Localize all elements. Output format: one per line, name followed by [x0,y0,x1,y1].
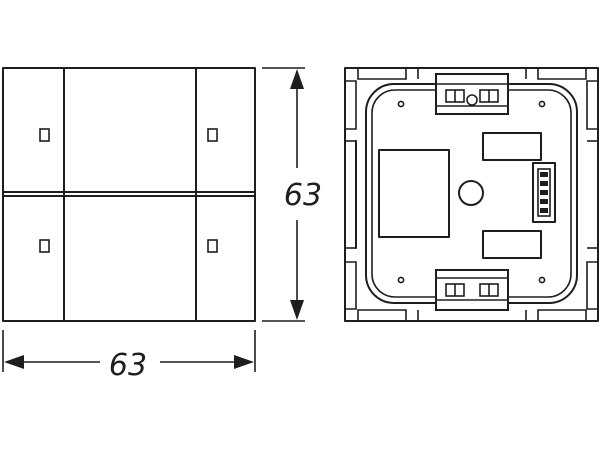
side-connector-inner [537,168,551,217]
rear-frame-notch-left-top [345,80,357,130]
screw-hole-top-left [397,100,405,108]
rear-frame-notch-top-left [357,68,407,80]
rear-frame-notch-right-bottom [586,261,598,310]
indicator-led-top-left [39,128,50,142]
width-dimension-label: 63 [109,348,147,383]
screw-hole-top-right [538,100,546,108]
terminal-top-body [435,73,509,115]
terminal-top-screw [466,94,478,106]
side-connector-pin-3 [540,190,548,195]
rear-frame-notch-right-top [586,80,598,130]
side-connector [532,162,556,223]
width-arrow-left [4,355,24,369]
terminal-connector-top [435,73,509,115]
programming-button [458,180,484,206]
terminal-connector-bottom [435,269,509,311]
indicator-led-bottom-left [39,239,50,253]
height-dimension-label: 63 [284,178,322,213]
side-connector-body [532,162,556,223]
rear-view [344,67,599,322]
terminal-bottom-body [435,269,509,311]
height-dimension: 63 [262,67,322,322]
width-arrow-right [234,355,254,369]
rear-body-edge-left [355,140,357,249]
rear-frame-notch-bottom-right [537,309,587,321]
side-connector-pin-2 [540,181,548,186]
height-arrow-top [290,69,304,89]
screw-hole-bottom-right [538,276,546,284]
height-arrow-bottom [290,300,304,320]
rear-frame-notch-bottom-left [357,309,407,321]
side-connector-pin-5 [540,208,548,213]
rear-frame-notch-left-bottom [345,261,357,310]
width-dimension: 63 [2,330,256,383]
indicator-led-top-right [207,128,218,142]
front-view [2,67,256,322]
rear-outer-frame [344,67,599,322]
side-connector-pin-1 [540,172,548,177]
rear-component-bottom [482,230,542,259]
side-connector-pin-4 [540,199,548,204]
front-outline [2,67,256,322]
indicator-led-bottom-right [207,239,218,253]
rear-label-plate [378,149,450,238]
screw-hole-bottom-left [397,276,405,284]
rear-component-top [482,132,542,161]
rear-frame-notch-top-right [537,68,587,80]
